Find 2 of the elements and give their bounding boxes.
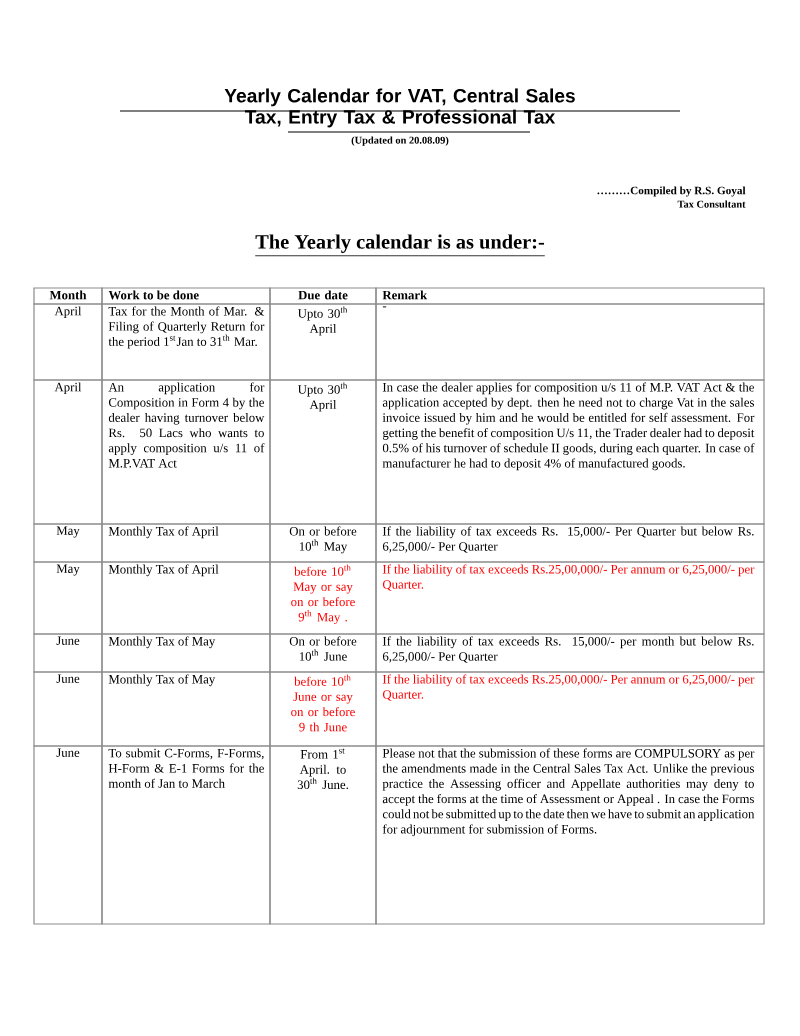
subheading: The Yearly calendar is as under:- (254, 234, 546, 257)
heading: Yearly Calendar for VAT, Central Sales Tax, Entry Tax & Professional Tax (119, 88, 681, 133)
